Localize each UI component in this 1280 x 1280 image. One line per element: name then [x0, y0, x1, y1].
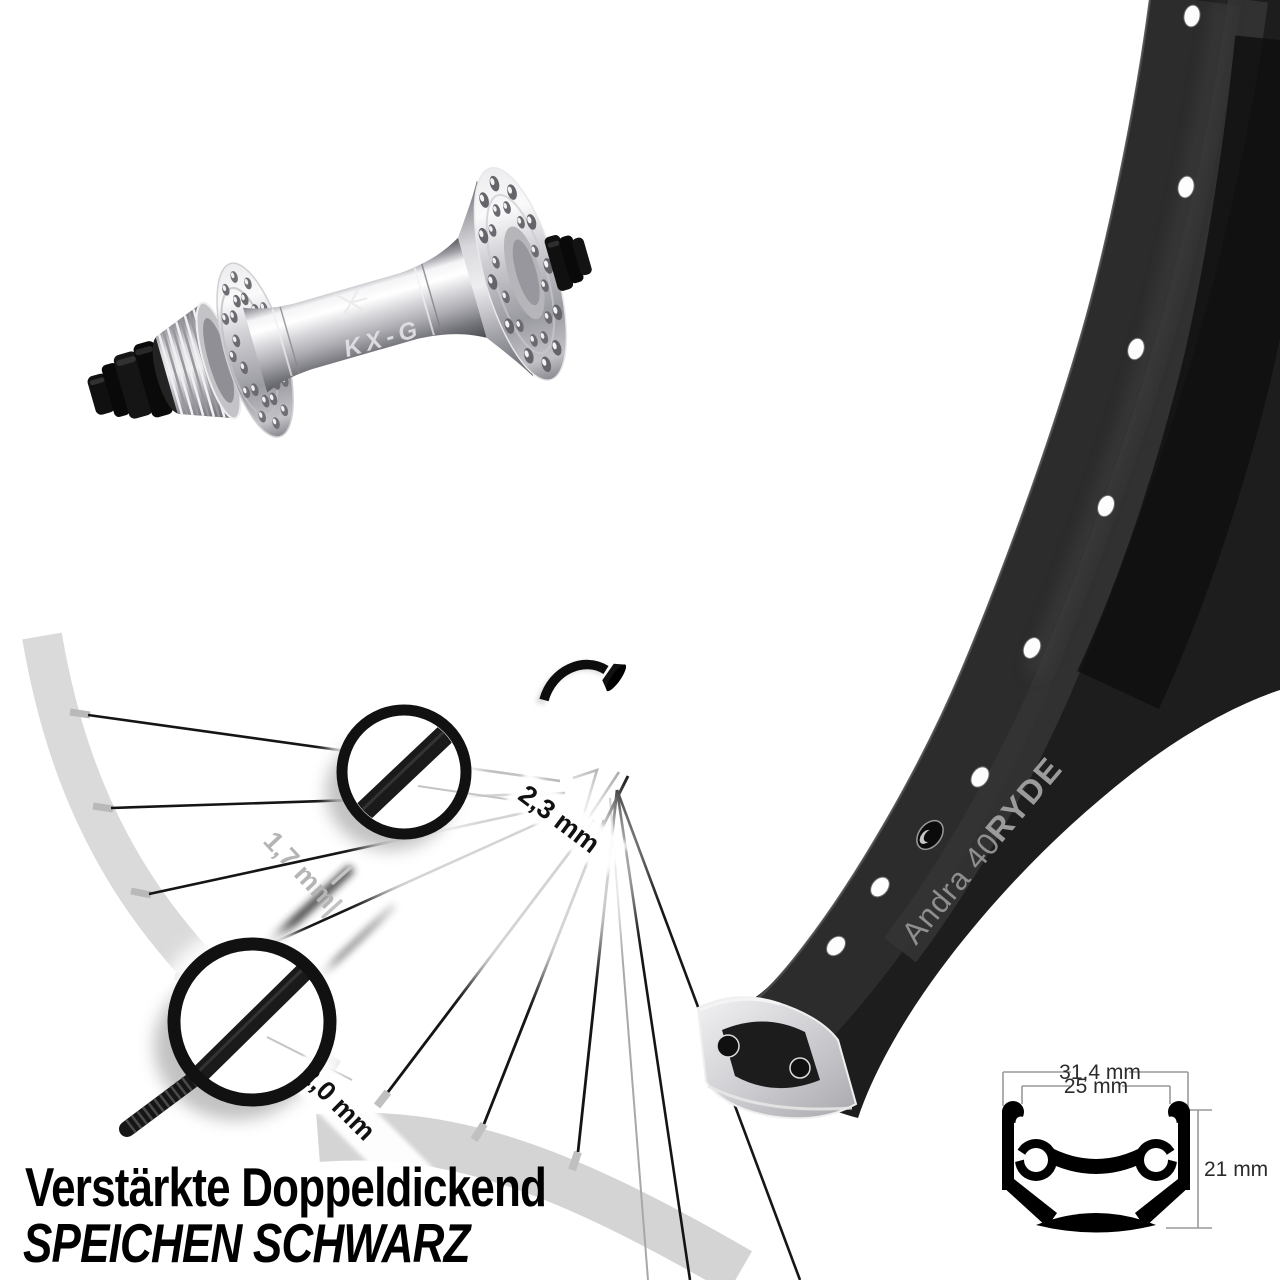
centerlock-splined-ring	[155, 301, 242, 420]
headline: Verstärkte Doppeldickend SPEICHEN SCHWAR…	[23, 1156, 547, 1274]
hub-flange-right	[473, 167, 568, 381]
axle-end-left	[87, 341, 173, 419]
spoke-nipples-bottom	[373, 1089, 582, 1172]
rim-inner-edge-highlight	[734, 0, 1152, 1018]
spoke-label-1-7mm: 1,7 mm	[258, 826, 343, 915]
hub-barrel	[242, 237, 487, 393]
magnifier-circle-bottom: 2,0 mm	[119, 924, 437, 1202]
j-bend-spoke-icon	[535, 659, 627, 706]
rim-valve-hole	[916, 819, 944, 851]
hub-photo: KX-G	[87, 167, 592, 438]
headline-line1: Verstärkte Doppeldickend	[25, 1156, 546, 1218]
svg-text:1,7 mm: 1,7 mm	[258, 826, 343, 915]
spoke-middle-ticks	[320, 864, 354, 920]
spoke-thickness-diagram: 2,3 mm 1,7 mm 2,0 mm	[22, 632, 802, 1280]
hub-brand-logo	[334, 286, 368, 320]
barrel-step-lines	[271, 263, 443, 377]
headline-line2: SPEICHEN SCHWARZ	[23, 1212, 472, 1274]
dimension-inner-width: 25 mm	[1064, 1075, 1128, 1098]
rim-cut-cross-section	[696, 996, 858, 1120]
dimension-height: 21 mm	[1204, 1158, 1268, 1181]
axle-end-right	[544, 235, 592, 291]
rim-profile-diagram: 31,4 mm 25 mm 21 mm	[1002, 1061, 1268, 1233]
rim-photo: Andra 40 RYDE	[696, 0, 1280, 1120]
dimension-outer-width: 31,4 mm	[1059, 1061, 1141, 1084]
profile-shape	[1002, 1101, 1190, 1233]
magnifier-circle-top	[326, 694, 520, 850]
dimension-lines	[1002, 1071, 1212, 1229]
